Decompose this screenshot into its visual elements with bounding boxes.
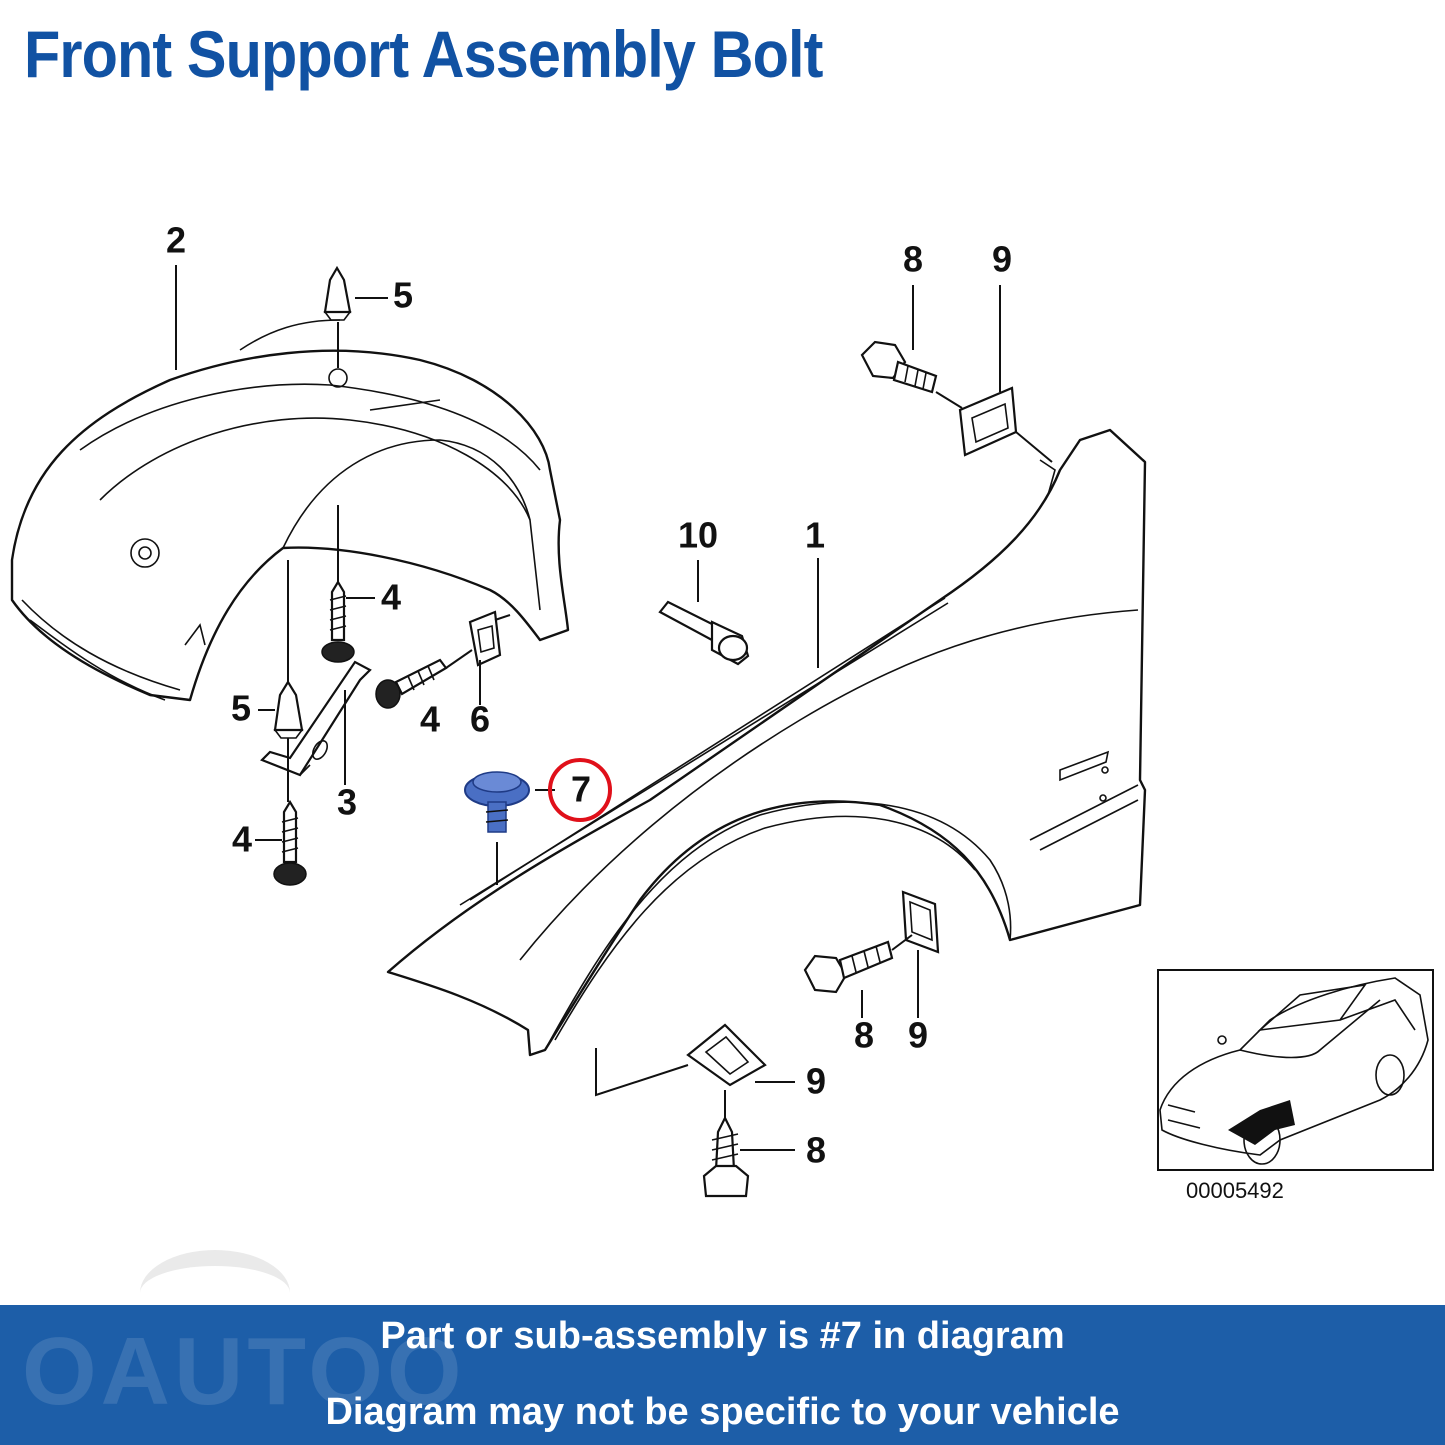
clip-nut-6 [468,610,502,667]
bolt-8-top [860,340,938,394]
callout-5-top: 5 [393,275,413,316]
callout-1: 1 [805,515,825,556]
callout-8-top: 8 [903,239,923,280]
callout-5-lower: 5 [231,688,251,729]
callout-2: 2 [166,220,186,261]
highlighted-bolt-7 [464,771,530,833]
bolt-7-shank [487,801,507,833]
callout-9-bottom: 9 [806,1061,826,1102]
callout-4-lower: 4 [232,819,252,860]
callout-7: 7 [571,769,591,810]
callout-9-top: 9 [992,239,1012,280]
screw-4-middle [375,658,448,709]
callout-3: 3 [337,782,357,823]
bolt-8-lower [803,940,894,994]
callout-10: 10 [678,515,718,556]
exploded-parts-diagram: 1 2 3 4 4 4 5 5 6 7 8 8 8 9 9 9 10 00005… [10,220,1434,1203]
callout-9-lower: 9 [908,1015,928,1056]
banner-line-part-number: Part or sub-assembly is #7 in diagram [380,1315,1065,1357]
bracket-part-3 [260,660,372,777]
front-fender [386,428,1147,1057]
callout-6: 6 [470,699,490,740]
diagram-reference-number: 00005492 [1186,1178,1284,1203]
expanding-clip-top [323,265,352,321]
wheel-arch-liner [10,319,570,702]
screw-4-lower [273,799,307,886]
screw-8-bottom [702,1115,750,1198]
leader-lines [175,265,1053,1151]
callout-4-upper: 4 [381,577,401,618]
callout-4-middle: 4 [420,699,440,740]
bolt-10 [658,600,750,666]
clip-nut-9-bottom [686,1023,767,1087]
info-banner: OAUTOO Part or sub-assembly is #7 in dia… [0,1250,1445,1445]
vehicle-locator-inset [1157,969,1434,1171]
callout-8-bottom: 8 [806,1130,826,1171]
highlight-circle [548,758,612,822]
brand-watermark: OAUTOO [22,1318,466,1425]
page-title: Front Support Assembly Bolt [24,17,823,91]
clip-nut-9-lower [901,890,940,954]
screw-4-upper [321,579,355,663]
banner-line-disclaimer: Diagram may not be specific to your vehi… [325,1391,1120,1433]
expanding-clip-lower [273,679,304,739]
clip-nut-9-top [958,386,1018,457]
callout-8-lower: 8 [854,1015,874,1056]
bolt-7-head-top [472,771,522,793]
